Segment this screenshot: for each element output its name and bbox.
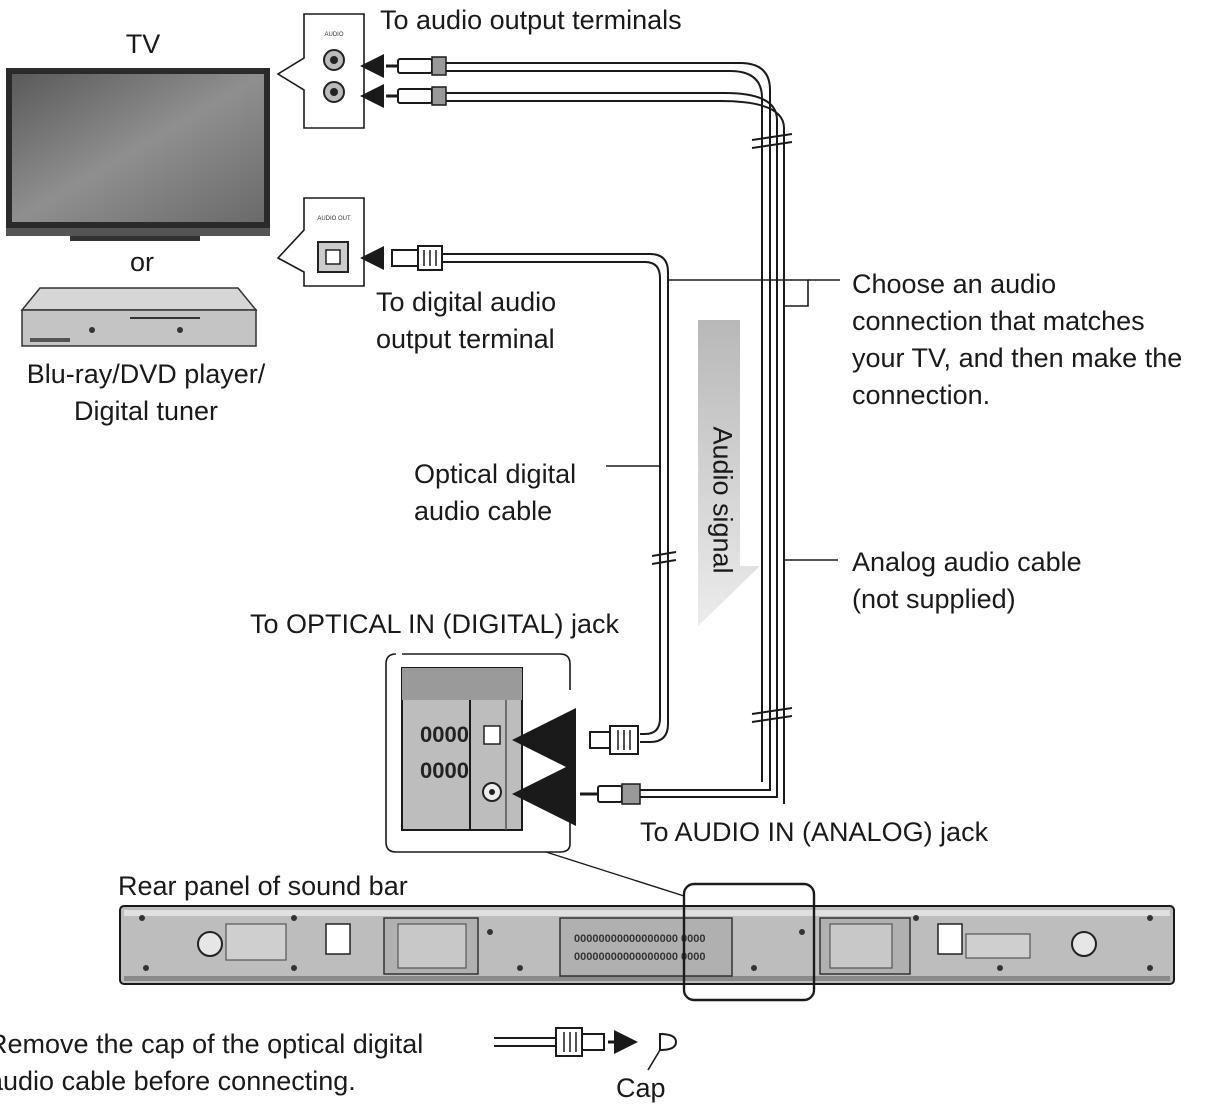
svg-text:AUDIO OUT: AUDIO OUT xyxy=(317,216,351,222)
sound-bar-jack-closeup: 0000 0000 xyxy=(385,653,571,853)
svg-text:00000000000000000 0000: 00000000000000000 0000 xyxy=(574,933,706,945)
rca-plug-bottom xyxy=(360,84,447,108)
digital-output-terminal-label: To digital audio output terminal xyxy=(376,287,557,354)
sound-bar-rear-panel: 00000000000000000 0000 00000000000000000… xyxy=(119,882,1175,1002)
optical-in-jack-label: To OPTICAL IN (DIGITAL) jack xyxy=(250,609,620,639)
tv-icon xyxy=(6,68,270,241)
or-label: or xyxy=(129,247,154,277)
analog-cable-label: Analog audio cable (not supplied) xyxy=(852,547,1082,614)
choose-connection-note: Choose an audio connection that matches … xyxy=(852,269,1183,410)
audio-signal-arrow xyxy=(698,320,760,626)
analog-output-terminal-callout: AUDIO xyxy=(276,13,365,129)
audio-in-jack-label: To AUDIO IN (ANALOG) jack xyxy=(640,817,989,847)
tv-label: TV xyxy=(125,29,161,59)
cap-label: Cap xyxy=(616,1073,666,1103)
bluray-player-icon xyxy=(20,287,258,347)
rca-plug-top xyxy=(360,54,447,78)
choose-connection-leader xyxy=(668,279,840,307)
remove-cap-note: Remove the cap of the optical digital au… xyxy=(0,1029,424,1096)
optical-plug-tv-side xyxy=(360,245,443,271)
optical-audio-cable xyxy=(440,253,677,743)
zoom-leader xyxy=(545,851,685,897)
svg-text:0000: 0000 xyxy=(420,758,469,783)
audio-signal-label: Audio signal xyxy=(707,426,738,574)
digital-output-terminal-callout: AUDIO OUT xyxy=(276,197,365,287)
optical-plug-soundbar-side xyxy=(512,708,639,772)
optical-cable-label: Optical digital audio cable xyxy=(414,459,577,526)
audio-output-terminals-label: To audio output terminals xyxy=(380,5,682,35)
svg-text:0000: 0000 xyxy=(420,722,469,747)
rear-panel-label: Rear panel of sound bar xyxy=(118,871,408,901)
player-label: Blu-ray/DVD player/ Digital tuner xyxy=(26,359,266,426)
cap-removal-illustration xyxy=(494,1027,678,1071)
svg-text:00000000000000000 0000: 00000000000000000 0000 xyxy=(574,951,706,963)
analog-plug-soundbar-side xyxy=(512,762,641,826)
svg-text:AUDIO: AUDIO xyxy=(324,32,343,38)
analog-audio-cable xyxy=(430,62,793,804)
